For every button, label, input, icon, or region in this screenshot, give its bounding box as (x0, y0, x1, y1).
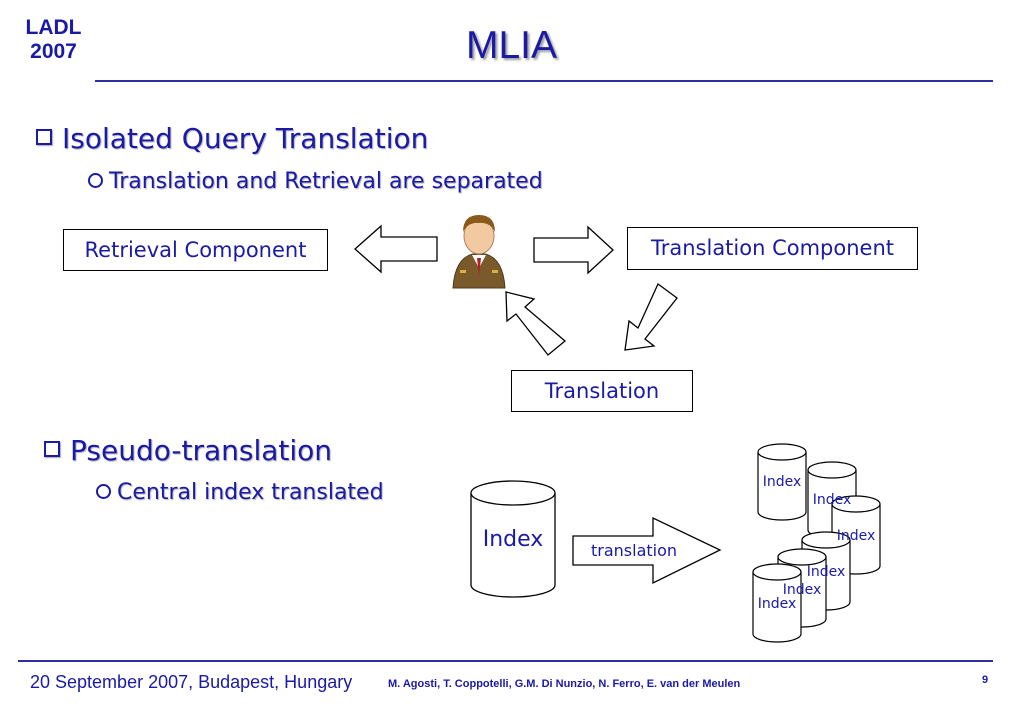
subbullet-translation-retrieval: Translation and Retrieval are separated (88, 169, 543, 194)
page-number: 9 (982, 674, 989, 686)
user-icon (452, 215, 506, 289)
translation-result-box: Translation (511, 370, 693, 412)
arrow-to-translation-result (624, 283, 678, 351)
arrow-to-user (505, 291, 567, 356)
index-copy-label: Index (806, 564, 846, 580)
translation-arrow-label: translation (590, 541, 678, 560)
index-copy-label: Index (762, 474, 802, 490)
conference-name: LADL (25, 16, 82, 39)
subbullet-text: Translation and Retrieval are separated (109, 169, 543, 194)
subbullet-text: Central index translated (117, 480, 384, 505)
translation-arrow (572, 516, 722, 585)
central-index-cylinder (470, 480, 556, 598)
square-bullet-icon (36, 129, 52, 145)
central-index-label: Index (482, 527, 544, 552)
bullet-isolated-query-translation: Isolated Query Translation (36, 122, 428, 155)
circle-bullet-icon (96, 483, 111, 499)
retrieval-component-box: Retrieval Component (63, 229, 328, 271)
conference-label: LADL 2007 (16, 16, 91, 64)
conference-year: 2007 (30, 40, 77, 63)
square-bullet-icon (44, 441, 60, 457)
slide-title: MLIA (465, 24, 558, 67)
subbullet-central-index: Central index translated (96, 480, 384, 505)
translation-component-box: Translation Component (627, 227, 918, 270)
bullet-pseudo-translation: Pseudo-translation (44, 434, 332, 467)
index-copy-label: Index (782, 582, 822, 598)
footer-authors: M. Agosti, T. Coppotelli, G.M. Di Nunzio… (388, 678, 741, 690)
index-copy-label: Index (812, 492, 852, 508)
index-copy-label: Index (836, 528, 876, 544)
bullet-text: Pseudo-translation (70, 434, 333, 467)
arrow-to-retrieval (354, 224, 438, 274)
index-copy-cylinder (752, 563, 802, 643)
index-copy-cylinder (757, 443, 807, 521)
header-divider (95, 80, 993, 82)
bullet-text: Isolated Query Translation (62, 122, 429, 155)
arrow-to-translation-component (533, 225, 614, 275)
index-copy-label: Index (757, 596, 797, 612)
circle-bullet-icon (88, 172, 103, 188)
footer-divider (18, 660, 993, 662)
footer-date-place: 20 September 2007, Budapest, Hungary (30, 672, 353, 692)
